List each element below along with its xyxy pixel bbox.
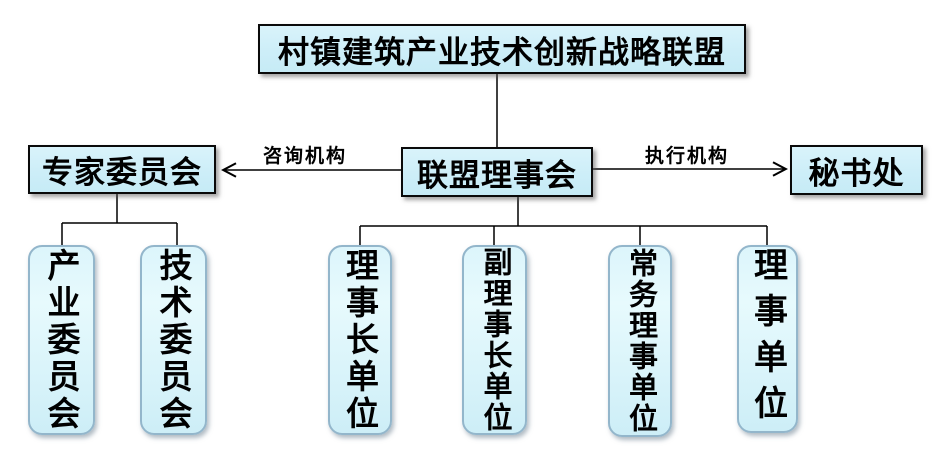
node-director-unit-label: 理事单位 xyxy=(748,247,787,431)
node-technology-committee: 技术委员会 xyxy=(140,245,207,435)
node-director-unit: 理事单位 xyxy=(737,245,798,433)
node-expert-committee-label: 专家委员会 xyxy=(42,155,202,190)
node-chairman-unit: 理事长单位 xyxy=(328,245,392,435)
node-chairman-unit-label: 理事长单位 xyxy=(341,247,379,433)
node-alliance-council: 联盟理事会 xyxy=(401,147,593,197)
edge-label-executive: 执行机构 xyxy=(644,146,729,167)
node-industry-committee-label: 产业委员会 xyxy=(43,247,80,433)
node-vice-chairman-unit: 副理事长单位 xyxy=(462,245,527,435)
node-standing-director-unit: 常务理事单位 xyxy=(608,245,672,437)
node-vice-chairman-unit-label: 副理事长单位 xyxy=(479,247,511,433)
node-alliance-label: 村镇建筑产业技术创新战略联盟 xyxy=(278,34,726,70)
edge-label-advisory: 咨询机构 xyxy=(262,146,347,167)
node-industry-committee: 产业委员会 xyxy=(28,245,95,435)
edge-council-subtree xyxy=(359,197,768,245)
node-alliance: 村镇建筑产业技术创新战略联盟 xyxy=(258,24,746,74)
node-expert-committee: 专家委员会 xyxy=(28,145,216,194)
node-technology-committee-label: 技术委员会 xyxy=(155,247,192,433)
node-secretariat: 秘书处 xyxy=(790,145,923,195)
edge-expert-subtree xyxy=(61,194,178,245)
node-standing-director-unit-label: 常务理事单位 xyxy=(624,248,657,434)
node-alliance-council-label: 联盟理事会 xyxy=(417,157,577,193)
node-secretariat-label: 秘书处 xyxy=(808,155,905,191)
